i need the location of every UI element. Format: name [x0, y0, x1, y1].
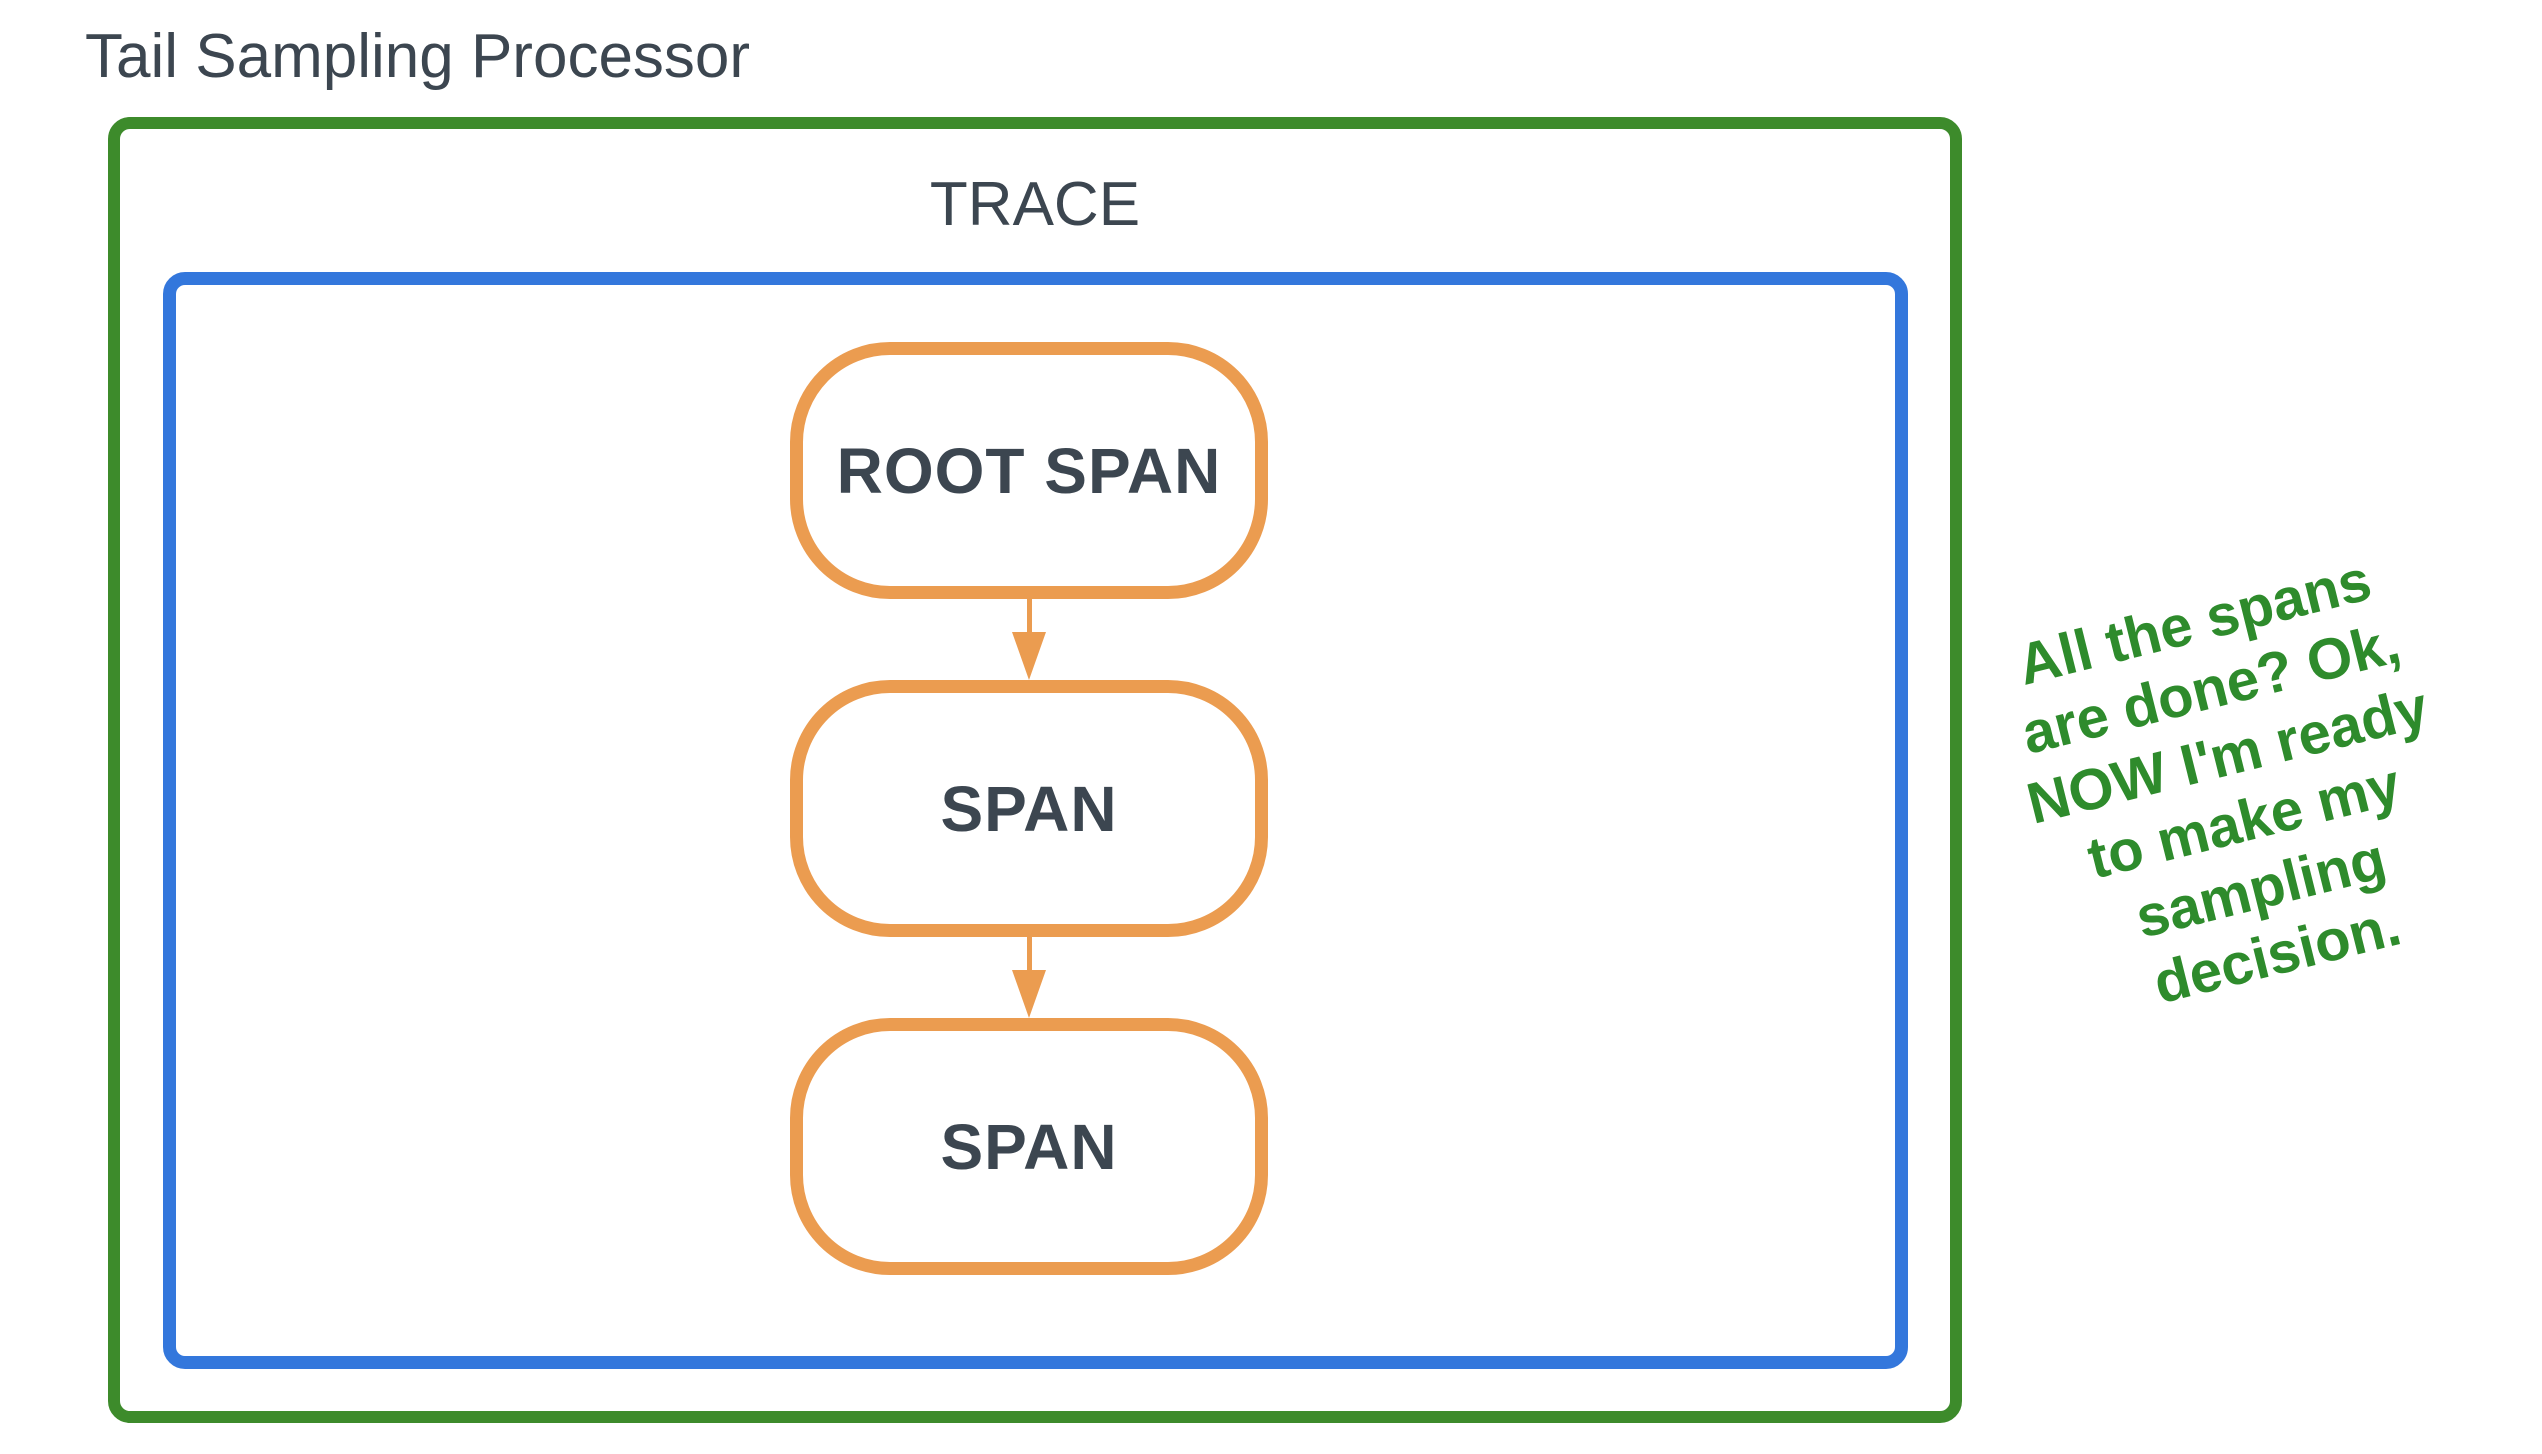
- node-root-span-label: ROOT SPAN: [836, 434, 1222, 507]
- node-root-span: ROOT SPAN: [790, 342, 1268, 599]
- trace-boundary-box: [163, 272, 1908, 1369]
- arrow-down-icon: [1012, 970, 1046, 1018]
- annotation-note: All the spans are done? Ok, NOW I'm read…: [1953, 532, 2518, 1047]
- arrow-shaft: [1026, 937, 1032, 970]
- arrow-down-icon: [1012, 632, 1046, 680]
- node-span-2: SPAN: [790, 1018, 1268, 1275]
- arrow-connector-2: [1005, 937, 1053, 1018]
- node-span-2-label: SPAN: [940, 1110, 1118, 1183]
- processor-boundary-box: [108, 117, 1962, 1423]
- node-span-1-label: SPAN: [940, 772, 1118, 845]
- arrow-shaft: [1026, 598, 1032, 632]
- node-span-1: SPAN: [790, 680, 1268, 937]
- trace-label: TRACE: [929, 170, 1141, 239]
- arrow-connector-1: [1005, 598, 1053, 680]
- diagram-title: Tail Sampling Processor: [85, 22, 751, 91]
